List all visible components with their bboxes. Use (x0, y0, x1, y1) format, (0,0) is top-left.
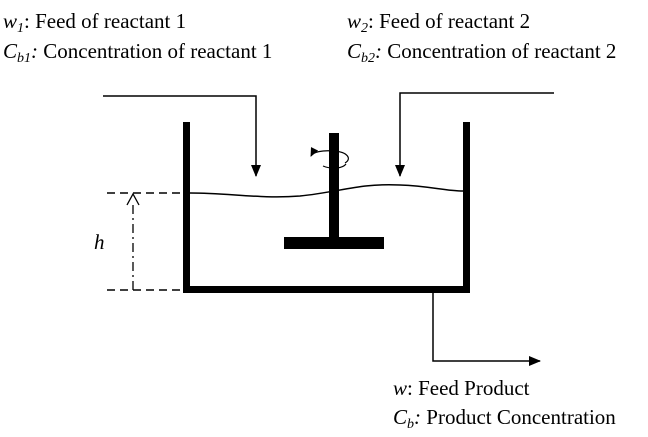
feed2-conc-label: Cb2: Concentration of reactant 2 (347, 38, 617, 66)
feed1-flow-text: : Feed of reactant 1 (24, 9, 187, 33)
product-conc-subscript: b (407, 417, 415, 432)
feed1-conc-subscript: b1 (17, 51, 32, 66)
tank-bottom (183, 286, 470, 293)
feed2-inlet-arrow (395, 92, 554, 177)
tank (183, 122, 470, 293)
tank-left-wall (183, 122, 190, 293)
feed1-flow-subscript: 1 (17, 21, 25, 36)
product-outlet-arrow (432, 293, 541, 366)
product-conc-symbol: C (393, 405, 408, 429)
feed1-flow-symbol: w (3, 9, 18, 33)
feed1-conc-symbol: C (3, 39, 18, 63)
feed2-conc-text: Concentration of reactant 2 (382, 39, 617, 63)
height-dimension (107, 192, 183, 291)
agitator (284, 133, 384, 249)
feed2-flow-symbol: w (347, 9, 362, 33)
product-flow-symbol: w (393, 376, 408, 400)
feed2-conc-subscript: b2 (361, 51, 376, 66)
product-conc-colon: : (414, 405, 422, 429)
rotation-arrow-icon (310, 147, 349, 169)
product-conc-label: Cb: Product Concentration (393, 404, 616, 432)
agitator-impeller (284, 237, 384, 249)
liquid-surface (189, 183, 464, 198)
feed2-conc-colon: : (375, 39, 383, 63)
feed1-inlet-arrow (103, 95, 261, 177)
tank-right-wall (463, 122, 470, 293)
feed1-conc-colon: : (31, 39, 39, 63)
height-label: h (94, 230, 105, 254)
feed1-flow-label: w1: Feed of reactant 1 (3, 8, 187, 36)
product-flow-text: : Feed Product (407, 376, 530, 400)
product-conc-text: Product Concentration (421, 405, 616, 429)
feed1-conc-label: Cb1: Concentration of reactant 1 (3, 38, 273, 66)
agitator-shaft (329, 133, 339, 243)
feed2-conc-symbol: C (347, 39, 362, 63)
feed1-conc-text: Concentration of reactant 1 (38, 39, 273, 63)
height-arrow-icon (126, 192, 140, 206)
feed2-flow-label: w2: Feed of reactant 2 (347, 8, 531, 36)
product-flow-label: w: Feed Product (393, 375, 530, 401)
feed2-flow-text: : Feed of reactant 2 (368, 9, 531, 33)
feed2-flow-subscript: 2 (361, 21, 369, 36)
